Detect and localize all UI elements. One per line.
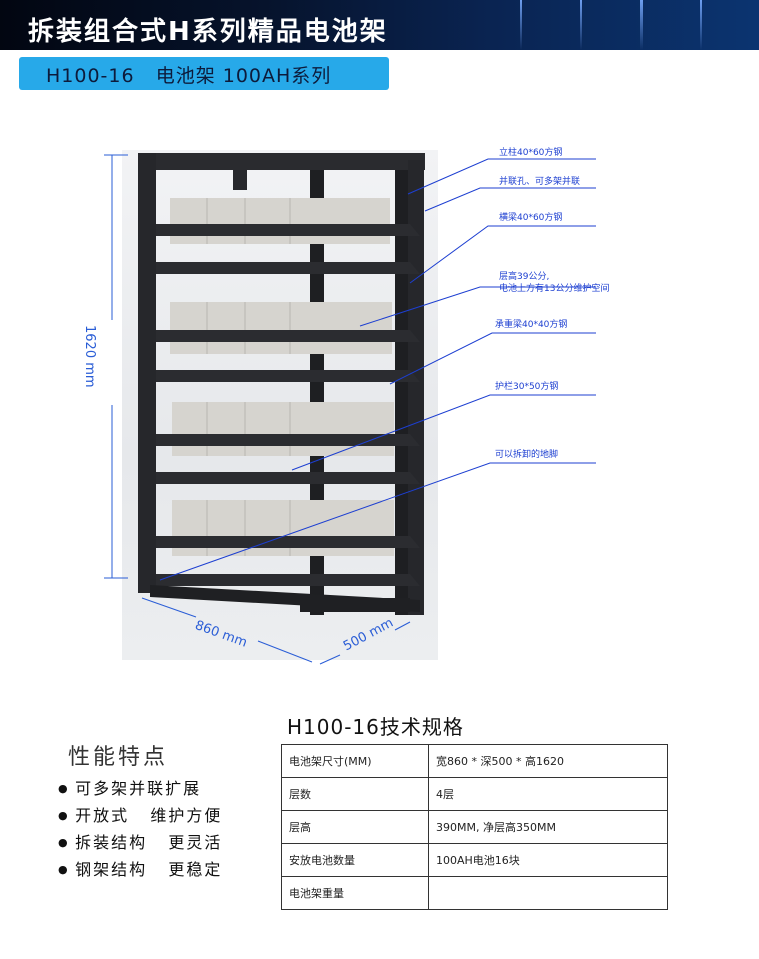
features-list: 可多架并联扩展 开放式 维护方便 拆装结构 更灵活 钢架结构 更稳定: [58, 778, 222, 886]
feature-item: 开放式 维护方便: [58, 805, 222, 832]
spec-value: 4层: [428, 777, 668, 811]
banner-light-streak: [520, 0, 522, 50]
page-title: 拆装组合式H系列精品电池架: [28, 17, 388, 47]
banner-light-streak: [700, 0, 702, 50]
feature-item: 钢架结构 更稳定: [58, 859, 222, 886]
spec-value: [428, 876, 668, 910]
banner-light-streak: [640, 0, 643, 50]
banner-light-streak: [580, 0, 582, 50]
spec-table: 电池架尺寸(MM) 宽860 * 深500 * 高1620 层数 4层 层高 3…: [281, 744, 668, 910]
spec-key: 层高: [281, 810, 429, 844]
table-row: 层高 390MM, 净层高350MM: [281, 810, 668, 844]
rack-top-post: [233, 170, 247, 190]
battery-row: [170, 198, 390, 244]
table-row: 安放电池数量 100AH电池16块: [281, 843, 668, 877]
callout-maintenance-space: 电池上方有13公分维护空间: [499, 284, 610, 294]
rack-shelf-1: [156, 198, 420, 274]
callout-removable-feet: 可以拆卸的地脚: [495, 450, 559, 460]
rack-base: [300, 598, 410, 612]
subtitle-bar: [19, 57, 389, 90]
spec-key: 安放电池数量: [281, 843, 429, 877]
dimension-lines: [104, 154, 411, 665]
rack-front-post: [138, 153, 156, 593]
callout-layer-height: 层高39公分,: [499, 272, 550, 282]
spec-key: 电池架重量: [281, 876, 429, 910]
spec-value: 100AH电池16块: [428, 843, 668, 877]
features-title: 性能特点: [68, 745, 169, 770]
feature-item: 拆装结构 更灵活: [58, 832, 222, 859]
spec-key: 层数: [281, 777, 429, 811]
rack-shelf-2: [156, 302, 420, 382]
rack-top-beam: [138, 153, 425, 170]
rack-shelf-3: [156, 402, 420, 484]
callout-leaders: [159, 158, 596, 581]
rack-shelf-4: [156, 500, 420, 586]
spec-value: 宽860 * 深500 * 高1620: [428, 744, 668, 778]
callout-parallel-hole: 并联孔、可多架并联: [499, 177, 581, 187]
callout-cross-beam: 横梁40*60方钢: [499, 213, 563, 223]
callout-guardrail: 护栏30*50方钢: [495, 382, 559, 392]
battery-row: [172, 402, 394, 456]
callout-load-beam: 承重梁40*40方钢: [495, 320, 568, 330]
table-row: 电池架重量: [281, 876, 668, 910]
table-row: 层数 4层: [281, 777, 668, 811]
feature-item: 可多架并联扩展: [58, 778, 222, 805]
spec-title: H100-16技术规格: [287, 715, 464, 739]
battery-rack-illustration: [104, 153, 596, 665]
header-banner: [0, 0, 759, 50]
spec-value: 390MM, 净层高350MM: [428, 810, 668, 844]
callout-post: 立柱40*60方钢: [499, 148, 563, 158]
battery-row: [170, 302, 392, 354]
table-row: 电池架尺寸(MM) 宽860 * 深500 * 高1620: [281, 744, 668, 778]
model-subtitle: H100-16 电池架 100AH系列: [46, 65, 332, 87]
spec-key: 电池架尺寸(MM): [281, 744, 429, 778]
dimension-height: 1620 mm: [82, 325, 97, 388]
